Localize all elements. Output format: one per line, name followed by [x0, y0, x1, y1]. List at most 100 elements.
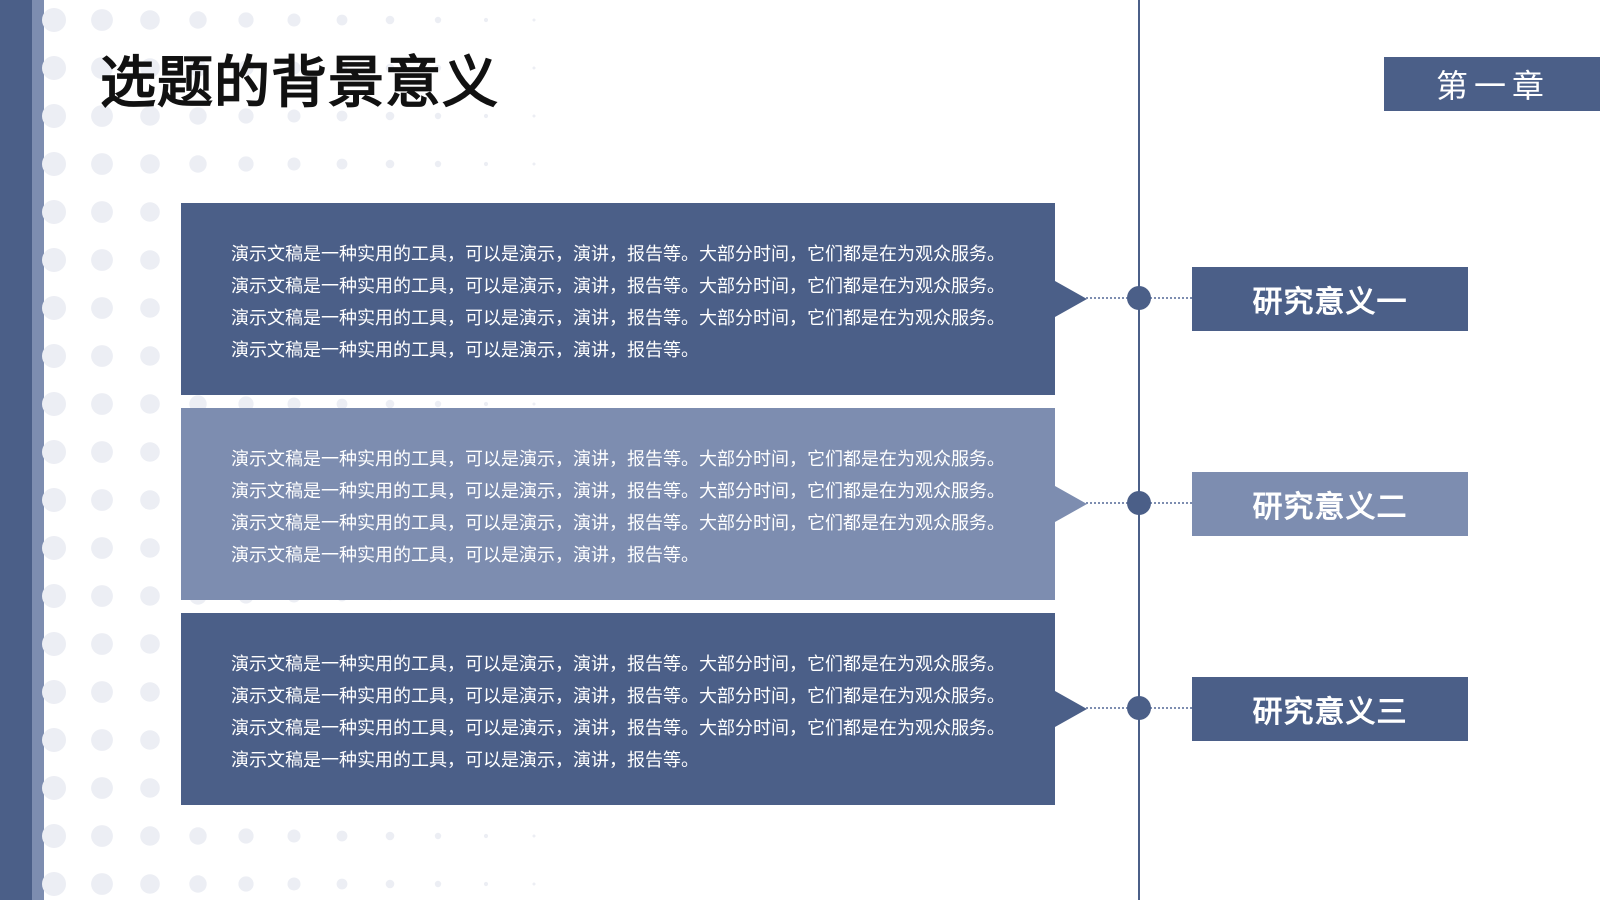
decorative-dot [91, 873, 113, 895]
decorative-dot [483, 113, 489, 119]
decorative-dot [483, 17, 489, 23]
decorative-dot [434, 832, 442, 840]
timeline-line [1138, 0, 1140, 900]
decorative-dot [532, 834, 536, 838]
decorative-dot [287, 157, 301, 171]
decorative-dot [91, 489, 113, 511]
card-text: 演示文稿是一种实用的工具，可以是演示，演讲，报告等。大部分时间，它们都是在为观众… [231, 449, 1005, 566]
decorative-dot [42, 392, 66, 416]
decorative-dot [91, 729, 113, 751]
decorative-dot [483, 65, 489, 71]
decorative-dot [434, 112, 442, 120]
card-pointer [1055, 281, 1087, 317]
decorative-dot [336, 14, 348, 26]
decorative-dot [336, 398, 348, 410]
decorative-dot [91, 633, 113, 655]
decorative-dot [238, 828, 254, 844]
decorative-dot [140, 394, 160, 414]
decorative-dot [42, 248, 66, 272]
content-card-1: 演示文稿是一种实用的工具，可以是演示，演讲，报告等。大部分时间，它们都是在为观众… [181, 203, 1087, 395]
left-edge-bar-dark [0, 0, 32, 900]
decorative-dot [140, 874, 160, 894]
decorative-dot [42, 8, 66, 32]
decorative-dot [189, 107, 207, 125]
decorative-dot [42, 152, 66, 176]
decorative-dot [336, 110, 348, 122]
decorative-dot [385, 63, 395, 73]
decorative-dot [287, 61, 301, 75]
decorative-dot [189, 11, 207, 29]
decorative-dot [385, 111, 395, 121]
decorative-dot [287, 109, 301, 123]
decorative-dot [336, 878, 348, 890]
decorative-dot [140, 538, 160, 558]
decorative-dot [91, 9, 113, 31]
decorative-dot [91, 825, 113, 847]
decorative-dot [238, 876, 254, 892]
decorative-dot [42, 584, 66, 608]
decorative-dot [483, 881, 489, 887]
decorative-dot [238, 396, 254, 412]
decorative-dot [42, 344, 66, 368]
card-pointer [1055, 486, 1087, 522]
decorative-dot [42, 104, 66, 128]
decorative-dot [140, 634, 160, 654]
decorative-dot [189, 827, 207, 845]
decorative-dot [140, 298, 160, 318]
decorative-dot [91, 585, 113, 607]
decorative-dot [42, 824, 66, 848]
decorative-dot [287, 397, 301, 411]
chapter-label: 第一章 [1436, 67, 1551, 105]
decorative-dot [532, 18, 536, 22]
decorative-dot [434, 880, 442, 888]
decorative-dot [140, 154, 160, 174]
content-card-2: 演示文稿是一种实用的工具，可以是演示，演讲，报告等。大部分时间，它们都是在为观众… [181, 408, 1087, 600]
decorative-dot [91, 777, 113, 799]
decorative-dot [483, 833, 489, 839]
decorative-dot [42, 776, 66, 800]
decorative-dot [385, 399, 395, 409]
decorative-dot [189, 59, 207, 77]
decorative-dot [434, 64, 442, 72]
decorative-dot [140, 490, 160, 510]
decorative-dot [140, 778, 160, 798]
timeline-node-1 [1127, 286, 1151, 310]
decorative-dot [434, 160, 442, 168]
label-box-3: 研究意义三 [1192, 677, 1468, 741]
label-text: 研究意义一 [1252, 285, 1408, 320]
decorative-dot [287, 829, 301, 843]
decorative-dot [238, 60, 254, 76]
decorative-dot [385, 159, 395, 169]
decorative-dot [287, 877, 301, 891]
decorative-dot [91, 393, 113, 415]
decorative-dot [238, 108, 254, 124]
decorative-dot [532, 114, 536, 118]
decorative-dot [42, 728, 66, 752]
decorative-dot [91, 297, 113, 319]
decorative-dot [42, 680, 66, 704]
decorative-dot [91, 57, 113, 79]
label-box-1: 研究意义一 [1192, 267, 1468, 331]
decorative-dot [42, 488, 66, 512]
decorative-dot [532, 162, 536, 166]
timeline-node-3 [1127, 696, 1151, 720]
decorative-dot [91, 345, 113, 367]
decorative-dot [532, 402, 536, 406]
decorative-dot [42, 56, 66, 80]
decorative-dot [287, 13, 301, 27]
chapter-tab: 第一章 [1384, 57, 1600, 111]
decorative-dot [42, 872, 66, 896]
decorative-dot [42, 632, 66, 656]
page-title: 选题的背景意义 [100, 51, 499, 116]
decorative-dot [140, 826, 160, 846]
decorative-dot [140, 442, 160, 462]
decorative-dot [336, 830, 348, 842]
label-text: 研究意义三 [1252, 695, 1408, 730]
decorative-dot [385, 879, 395, 889]
decorative-dot [91, 249, 113, 271]
decorative-dot [385, 831, 395, 841]
decorative-dot [140, 10, 160, 30]
decorative-dot [483, 161, 489, 167]
label-box-2: 研究意义二 [1192, 472, 1468, 536]
decorative-dot [91, 201, 113, 223]
